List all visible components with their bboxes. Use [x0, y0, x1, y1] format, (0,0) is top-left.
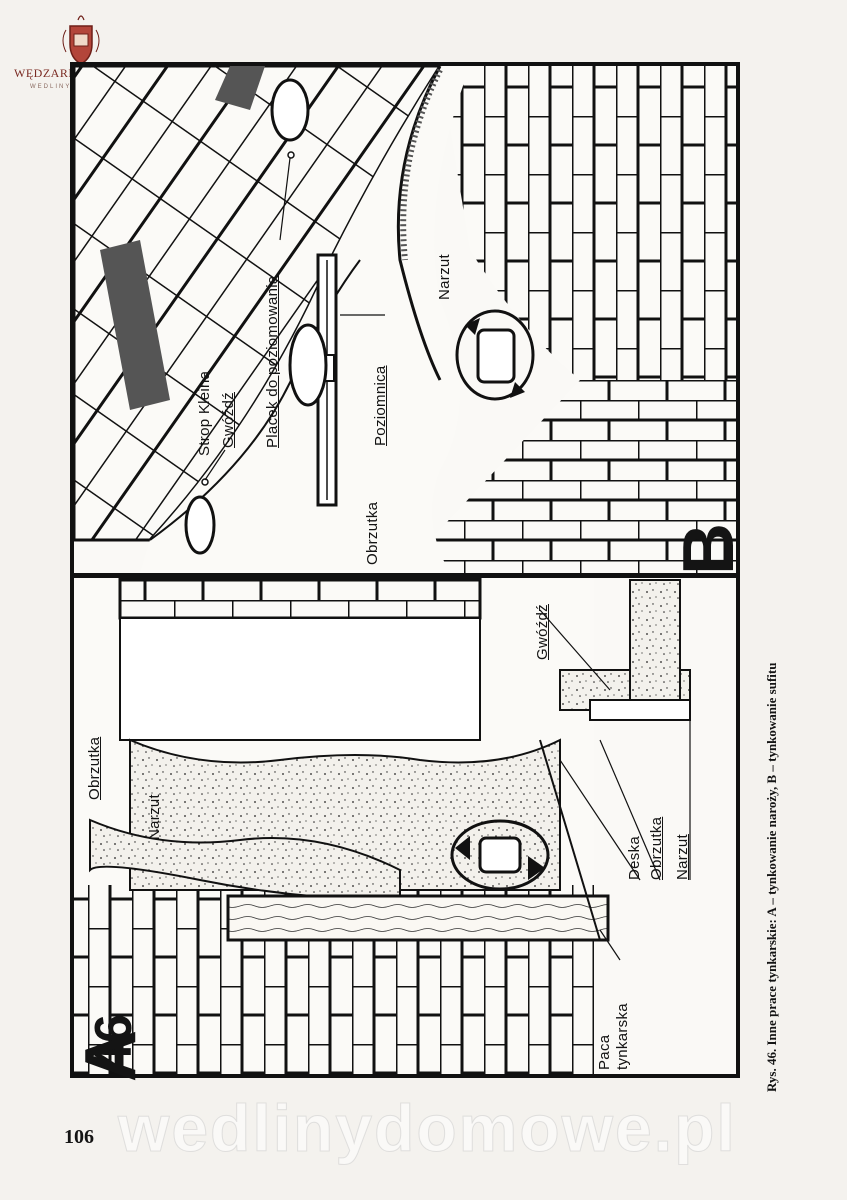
trowel-rotation-icon — [450, 819, 550, 891]
label-obrzutka: Obrzutka — [648, 816, 665, 880]
gwozdz-nail-a — [559, 579, 691, 721]
label-gwozdz-a: Gwóźdź — [534, 604, 551, 660]
panel-b-drawing — [72, 64, 736, 573]
panel-divider — [70, 573, 740, 578]
label-narzut: Narzut — [674, 834, 691, 880]
label-narzut-b: Narzut — [436, 254, 453, 300]
label-obrzutka-top: Obrzutka — [86, 736, 103, 800]
label-narzut-top: Narzut — [146, 794, 163, 840]
page-number: 106 — [64, 1126, 94, 1148]
trowel-rotation-icon-b — [455, 309, 535, 401]
label-poziomnica: Poziomnica — [372, 365, 389, 446]
deska-board — [226, 894, 610, 942]
label-placek: Placek do poziomowania — [264, 275, 281, 448]
watermark: wedlinydomowe.pl — [118, 1091, 737, 1166]
brick-top-row — [118, 576, 482, 620]
brick-wall-b-bottom — [430, 380, 736, 573]
placek-blob-top — [270, 78, 310, 142]
label-strop-kleina: Strop Kleina — [196, 370, 213, 456]
label-obrzutka-b: Obrzutka — [364, 501, 381, 565]
label-tynkarska: tynkarska — [614, 1003, 631, 1070]
label-gwozdz-b: Gwóźdź — [220, 392, 237, 448]
placek-blob-bottom — [184, 495, 216, 555]
panel-a-letter: A — [71, 1030, 151, 1082]
poziomnica-level-icon — [288, 253, 338, 507]
panel-a-drawing — [74, 576, 691, 1074]
panel-b-letter: B — [669, 523, 749, 575]
label-paca: Paca — [596, 1034, 613, 1070]
brick-wall-b-right — [440, 66, 736, 380]
label-deska: Deska — [626, 835, 643, 880]
figure-caption: Rys. 46. Inne prace tynkarskie: A – tynk… — [764, 662, 779, 1092]
